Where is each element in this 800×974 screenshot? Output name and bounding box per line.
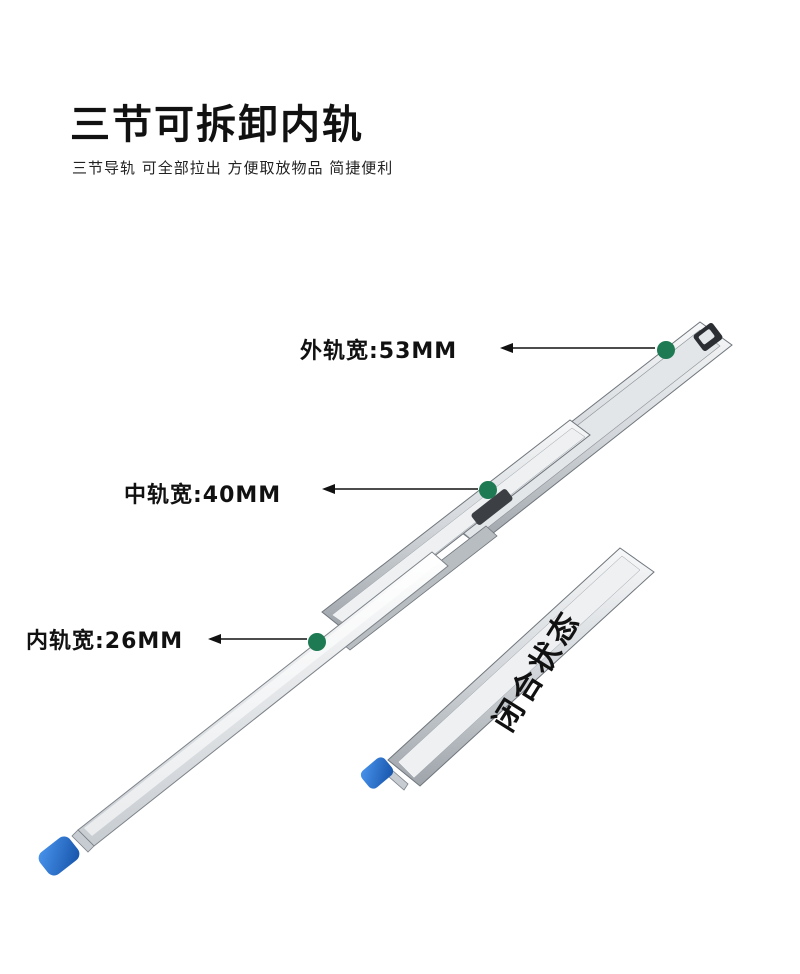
outer-rail-width-label: 外轨宽:53MM (300, 339, 458, 364)
release-handle (38, 829, 95, 876)
middle-rail-width-label: 中轨宽:40MM (124, 483, 282, 508)
inner-rail (77, 551, 449, 847)
outer-width-marker (657, 341, 675, 359)
callout-arrows (208, 343, 655, 644)
closed-release-handle (360, 757, 394, 789)
inner-width-marker (308, 633, 326, 651)
extended-rail (38, 321, 733, 876)
page-title: 三节可拆卸内轨 (70, 102, 364, 148)
inner-rail-width-label: 内轨宽:26MM (26, 629, 184, 654)
page-subtitle: 三节导轨 可全部拉出 方便取放物品 简捷便利 (72, 159, 394, 177)
middle-width-marker (479, 481, 497, 499)
closed-rail (360, 547, 655, 791)
